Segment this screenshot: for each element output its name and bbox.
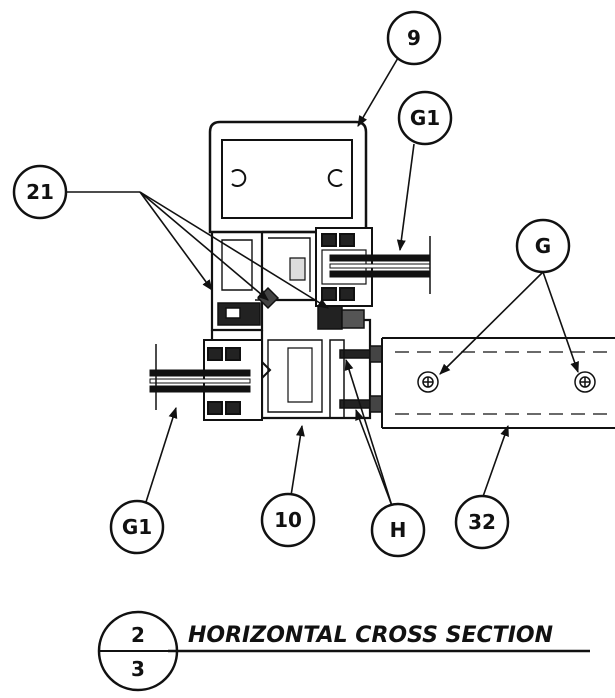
anchor-screws <box>329 339 383 419</box>
callout-21: 21 <box>12 164 68 220</box>
sheet-number-bottom: 3 <box>131 657 145 681</box>
svg-text:32: 32 <box>468 510 496 534</box>
callout-g1-bottom: G1 <box>109 499 165 555</box>
svg-text:H: H <box>390 518 407 542</box>
svg-text:G1: G1 <box>410 106 440 130</box>
fastener-hole-right <box>574 371 596 393</box>
svg-text:9: 9 <box>407 26 421 50</box>
fastener-hole-left <box>417 371 439 393</box>
svg-text:21: 21 <box>26 180 54 204</box>
callout-10: 10 <box>260 492 316 548</box>
callout-g: G <box>515 218 571 274</box>
glass-pane-left <box>149 344 251 410</box>
callout-h: H <box>370 502 426 558</box>
svg-text:10: 10 <box>274 508 302 532</box>
glass-pane-right <box>329 236 431 294</box>
callout-9: 9 <box>386 10 442 66</box>
section-title: HORIZONTAL CROSS SECTION <box>188 623 553 648</box>
substrate-jamb <box>381 337 615 429</box>
callout-32: 32 <box>454 494 510 550</box>
leader-lines <box>66 57 579 507</box>
callout-g1-top: G1 <box>397 90 453 146</box>
title-block: 2 3 HORIZONTAL CROSS SECTION <box>97 610 590 692</box>
mullion-cap-profile <box>208 120 368 234</box>
svg-text:G1: G1 <box>122 515 152 539</box>
sheet-number-top: 2 <box>131 623 145 647</box>
svg-text:G: G <box>535 234 551 258</box>
